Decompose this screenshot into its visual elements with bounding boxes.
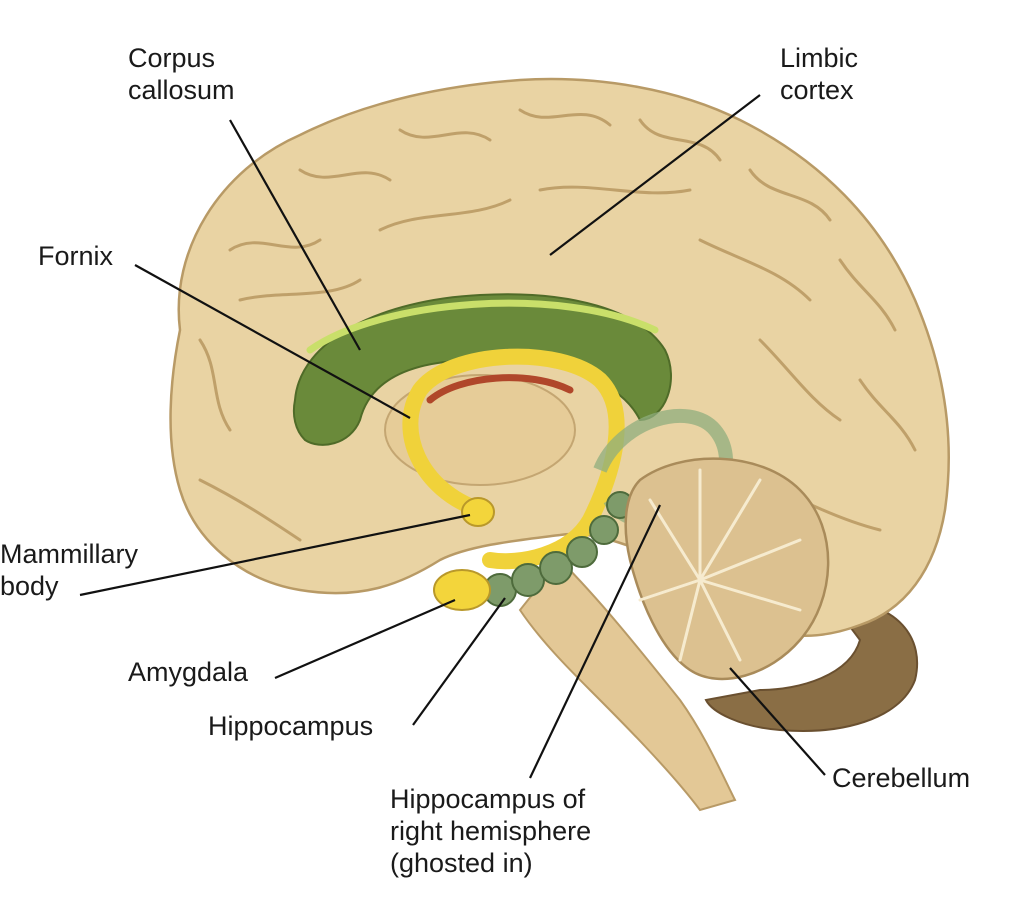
mammillary-body-shape (461, 497, 495, 527)
arbor-vitae (638, 468, 802, 662)
hippocampus-shape (483, 491, 634, 607)
leader-limbic-cortex (549, 94, 761, 256)
label-limbic-cortex: Limbic cortex (780, 43, 859, 105)
amygdala-shape (433, 569, 491, 611)
label-hippocampus-right: Hippocampus of right hemisphere (ghosted… (390, 784, 592, 878)
corpus-callosum-shape (292, 293, 672, 446)
stria-red-band (426, 374, 574, 404)
thalamus-region (384, 374, 576, 486)
leader-mammillary-body (79, 513, 471, 597)
label-corpus-callosum: Corpus callosum (128, 43, 235, 105)
label-mammillary-body: Mammillary body (0, 539, 138, 601)
label-hippocampus: Hippocampus (208, 711, 374, 741)
leader-lines (79, 94, 826, 779)
label-cerebellum: Cerebellum (832, 763, 971, 793)
brainstem (518, 558, 737, 812)
leader-amygdala (274, 598, 456, 680)
corpus-callosum-highlight (306, 299, 659, 354)
leader-hippocampus-right (529, 504, 661, 779)
cerebellum-base (704, 598, 919, 732)
leader-corpus-callosum (229, 119, 361, 351)
leader-cerebellum (729, 667, 826, 776)
leader-fornix (134, 264, 411, 419)
label-amygdala: Amygdala (128, 657, 249, 687)
label-fornix: Fornix (38, 241, 114, 271)
leader-hippocampus (412, 597, 506, 726)
